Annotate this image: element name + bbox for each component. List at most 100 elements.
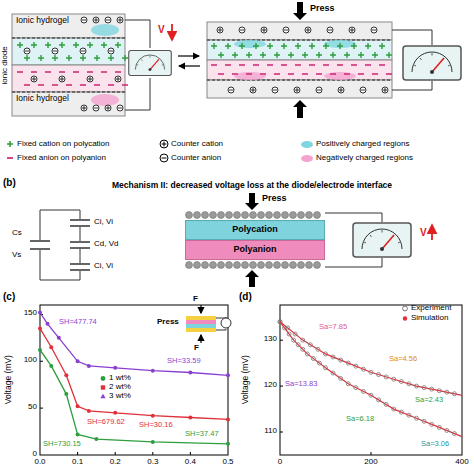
experiment-point <box>384 402 388 406</box>
electrode-particle <box>202 212 209 219</box>
experiment-point <box>339 358 343 362</box>
electrode-particle <box>186 212 193 219</box>
legend-symbol <box>7 141 13 147</box>
legend-swatch <box>301 141 313 148</box>
counter-anion <box>361 90 365 91</box>
counter-cation <box>218 28 222 32</box>
counter-anion <box>273 90 277 91</box>
tick-label: 50 <box>28 403 37 412</box>
electrode-particle <box>258 262 265 269</box>
capacitor-symbol <box>70 220 90 270</box>
fixed-cation <box>372 52 378 58</box>
experiment-point <box>407 382 411 386</box>
fixed-anion <box>351 64 357 66</box>
counter-anion <box>105 17 111 23</box>
electrode-particle <box>226 212 233 219</box>
counter-anion <box>316 87 322 93</box>
plot-frame <box>280 305 462 455</box>
fixed-cation <box>122 55 128 61</box>
fixed-cation <box>80 55 86 61</box>
fixed-anion <box>94 84 100 86</box>
counter-cation <box>31 76 37 82</box>
fixed-cation <box>288 52 294 58</box>
electrode-particle <box>282 262 289 269</box>
electrode-particle <box>218 262 225 269</box>
counter-anion <box>283 27 289 33</box>
capacitor-label: Cd, Vd <box>94 240 118 249</box>
tick-label: 120 <box>264 381 277 390</box>
panel-letter: (b) <box>3 177 16 188</box>
tick-label: 0.0 <box>34 458 45 467</box>
legend-marker <box>100 394 105 398</box>
capacitor-label: Ci, Vi <box>94 218 113 227</box>
data-curve <box>40 328 228 419</box>
legend-symbol <box>7 157 13 159</box>
simulation-curve <box>280 322 462 437</box>
experiment-point <box>311 357 315 361</box>
counter-cation <box>383 88 387 92</box>
tick-label: 0.4 <box>185 458 196 467</box>
fixed-cation <box>330 52 336 58</box>
legend-marker <box>101 385 105 389</box>
counter-cation <box>94 18 98 22</box>
electrode-particle <box>274 212 281 219</box>
legend-text: Fixed anion on polyanion <box>17 154 106 163</box>
electrode-particle <box>306 212 313 219</box>
counter-cation <box>339 88 343 92</box>
fixed-cation <box>309 43 315 49</box>
counter-cation <box>305 27 311 33</box>
experiment-point <box>278 320 282 324</box>
counter-cation <box>60 77 64 81</box>
legend-text: Counter anion <box>171 154 221 163</box>
counter-anion <box>53 51 57 52</box>
fixed-cation <box>358 52 364 58</box>
fixed-cation <box>253 43 259 49</box>
slope-label: Sa=4.56 <box>388 355 418 363</box>
electrode-particle <box>298 212 305 219</box>
axis-tick <box>280 340 371 455</box>
fixed-anion <box>330 73 336 75</box>
data-point <box>94 437 98 441</box>
axis-tick <box>40 314 190 455</box>
experiment-point <box>316 347 320 351</box>
switch-arrow <box>178 55 199 56</box>
counter-cation <box>294 87 300 93</box>
electrode-particle <box>274 262 281 269</box>
hydrogel-band <box>12 14 125 38</box>
fixed-cation <box>225 43 231 49</box>
electrode-particle <box>250 212 257 219</box>
data-point <box>49 345 53 349</box>
fixed-anion <box>17 71 23 73</box>
data-point <box>76 404 80 408</box>
experiment-point <box>354 386 358 390</box>
fixed-anion <box>115 71 121 73</box>
experiment-point <box>452 392 456 396</box>
hydrogel-band <box>207 80 392 98</box>
experiment-point <box>399 410 403 414</box>
data-point <box>64 373 68 377</box>
charged-region <box>324 40 356 48</box>
polyanion-box: Polyanion <box>185 240 325 260</box>
counter-cation <box>106 106 110 110</box>
data-point <box>38 348 42 352</box>
fixed-anion <box>38 84 44 86</box>
tick-label: 0.2 <box>110 458 121 467</box>
counter-anion <box>25 51 29 52</box>
gap <box>30 240 50 250</box>
legend-marker <box>403 306 408 311</box>
data-point <box>188 416 192 420</box>
tick-label: 130 <box>264 335 277 344</box>
experiment-point <box>301 347 305 351</box>
legend-symbol <box>160 154 168 162</box>
legend-text: Counter cation <box>171 140 223 149</box>
fixed-anion <box>344 73 350 75</box>
fixed-cation <box>108 55 114 61</box>
electrode-particle <box>202 262 209 269</box>
fixed-anion <box>239 64 245 66</box>
counter-anion <box>52 48 58 54</box>
counter-cation <box>32 77 36 81</box>
tick-label: 0.5 <box>222 458 233 467</box>
experiment-point <box>339 376 343 380</box>
experiment-point <box>452 432 456 436</box>
switch-arrow <box>179 65 200 66</box>
